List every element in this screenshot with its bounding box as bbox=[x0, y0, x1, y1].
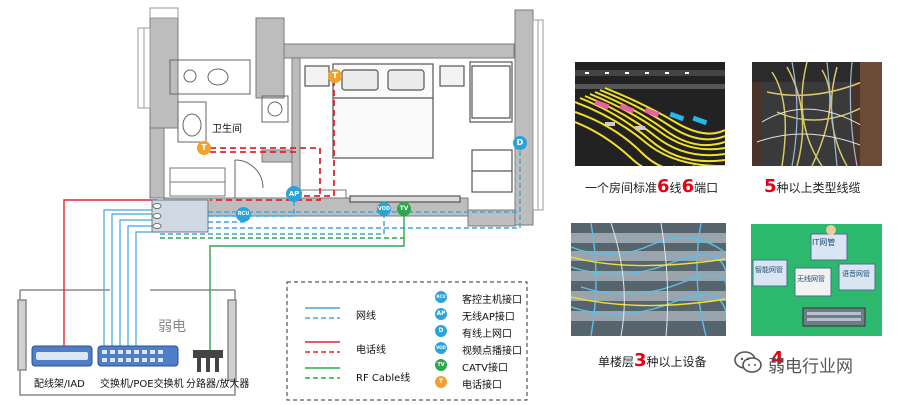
caption-cable-types: 5种以上类型线缆 bbox=[764, 176, 861, 197]
outlet-telephone-top: T bbox=[328, 69, 342, 83]
toilet bbox=[177, 101, 207, 143]
outlet-tv: TV bbox=[397, 202, 411, 216]
wall-right bbox=[514, 9, 534, 226]
legend-telephone-label: 电话线 bbox=[356, 345, 386, 356]
wall-mid-top bbox=[255, 17, 285, 99]
outlet-data-right: D bbox=[513, 136, 527, 150]
caption-six-lines: 一个房间标准6线6端口 bbox=[585, 176, 719, 197]
legend-ap-label: 无线AP接口 bbox=[462, 312, 515, 323]
legend-tv-icon: TV bbox=[435, 359, 447, 371]
weak-room-label: 弱电 bbox=[158, 319, 186, 335]
splitter-device bbox=[193, 350, 223, 372]
outlet-rcu: RCU bbox=[236, 207, 251, 222]
wall-bath-right bbox=[291, 57, 301, 199]
wechat-icon bbox=[734, 351, 762, 373]
wall-top bbox=[283, 43, 515, 59]
legend-network-label: 网线 bbox=[356, 311, 376, 322]
caption-management-systems: 4 bbox=[771, 348, 784, 369]
patch-panel-label: 配线架/IAD bbox=[34, 379, 85, 390]
outlet-vod: VOD bbox=[377, 202, 391, 216]
screen-label-wireless: 无线网管 bbox=[797, 275, 825, 283]
wall-left-top bbox=[149, 17, 179, 129]
basin bbox=[261, 95, 289, 123]
screen-label-smart: 智能网管 bbox=[755, 266, 783, 274]
bathtub bbox=[169, 59, 251, 95]
legend-ap-icon: AP bbox=[435, 308, 447, 320]
photo-rack-equipment bbox=[571, 223, 726, 336]
photo-management-systems bbox=[751, 224, 882, 336]
network-lines bbox=[103, 209, 160, 352]
screen-label-voice: 语音网管 bbox=[842, 270, 870, 278]
switch-device bbox=[97, 345, 179, 367]
telephone-line bbox=[63, 199, 158, 352]
legend-vod-icon: VOD bbox=[435, 342, 447, 354]
legend-d-label: 有线上网口 bbox=[462, 329, 512, 340]
splitter-label: 分路器/放大器 bbox=[186, 379, 250, 390]
outlet-telephone-left: T bbox=[197, 141, 211, 155]
legend-box bbox=[286, 281, 528, 401]
screen-label-it: IT网管 bbox=[812, 238, 836, 247]
wall-bath-bottom bbox=[261, 149, 293, 163]
legend-tv-label: CATV接口 bbox=[462, 363, 508, 374]
wall-left-mid bbox=[149, 127, 165, 199]
legend-rcu-label: 客控主机接口 bbox=[462, 295, 522, 306]
bed bbox=[304, 63, 465, 159]
photo-messy-cables bbox=[752, 62, 882, 166]
switch-label: 交换机/POE交换机 bbox=[100, 379, 184, 390]
floor-plan bbox=[17, 7, 544, 401]
watermark-text: 弱电行业网 bbox=[768, 357, 853, 377]
outlet-ap: AP bbox=[286, 186, 302, 202]
legend-t-label: 电话接口 bbox=[462, 380, 502, 391]
caption-equipment-types: 单楼层3种以上设备 bbox=[598, 350, 707, 371]
legend-vod-label: 视频点播接口 bbox=[462, 346, 522, 357]
legend-d-icon: D bbox=[435, 325, 447, 337]
rf-cable-line bbox=[209, 212, 405, 350]
legend-t-icon: T bbox=[435, 376, 447, 388]
wall-right-bottom bbox=[467, 209, 516, 227]
legend-rcu-icon: RCU bbox=[435, 291, 447, 303]
legend-rf-label: RF Cable线 bbox=[356, 373, 411, 384]
bathroom-label: 卫生间 bbox=[212, 124, 242, 135]
photo-patch-panel bbox=[575, 62, 725, 166]
